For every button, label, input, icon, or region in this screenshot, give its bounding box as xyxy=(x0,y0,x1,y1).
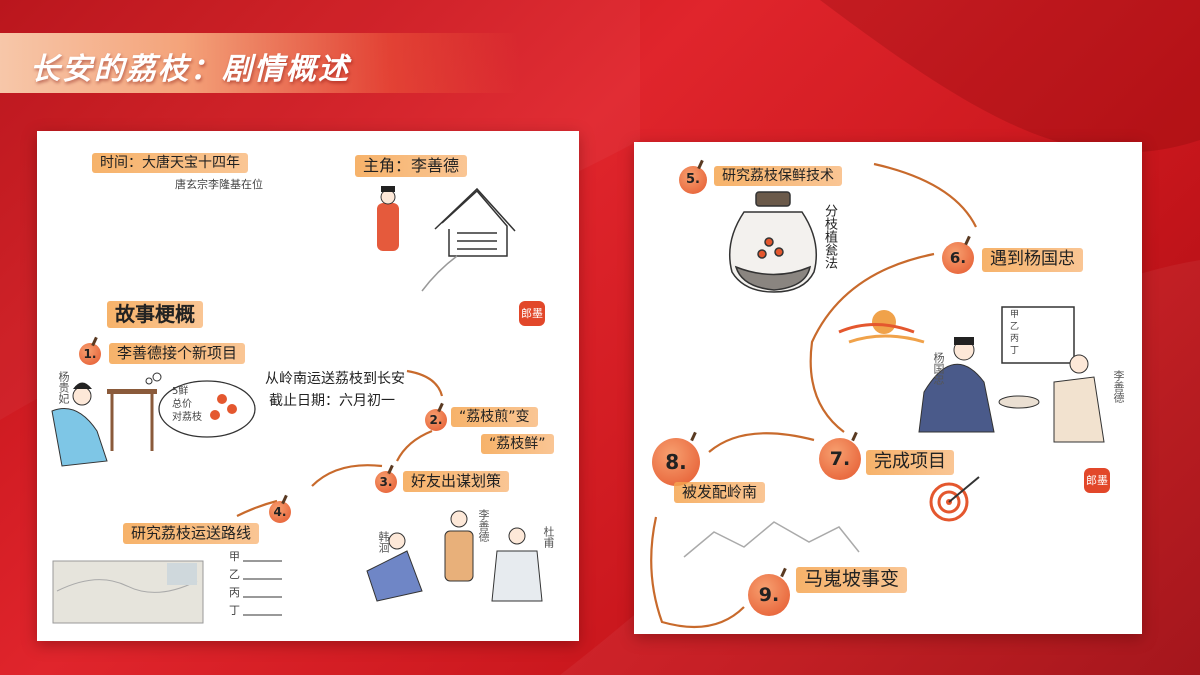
jar-label: 分枝植瓮法 xyxy=(822,204,837,269)
step-7-text: 完成项目 xyxy=(866,450,954,475)
step-2-badge: 2. xyxy=(425,409,447,431)
board-item-4: 丁 xyxy=(1010,346,1020,356)
seal-stamp-right: 郎墨 xyxy=(1084,468,1110,494)
step-1-badge: 1. xyxy=(79,343,101,365)
label-du-fu: 杜甫 xyxy=(542,526,555,548)
label-yang-guifei: 杨贵妃 xyxy=(57,371,70,404)
right-sketch-drawing xyxy=(650,162,1105,629)
time-label: 时间：大唐天宝十四年 xyxy=(92,153,248,174)
task-line-2: 截止日期：六月初一 xyxy=(269,393,395,409)
board-item-1: 甲 xyxy=(1010,310,1020,320)
step-3-text: 好友出谋划策 xyxy=(403,471,510,493)
step-6-badge: 6. xyxy=(942,242,974,274)
route-item-1: 甲 xyxy=(229,550,240,563)
thought-item-2: 总价 xyxy=(172,399,192,410)
step-7-badge: 7. xyxy=(819,438,861,480)
step-2-text-a: “荔枝煎”变 xyxy=(451,407,538,428)
board-item-3: 丙 xyxy=(1010,334,1020,344)
time-sub-label: 唐玄宗李隆基在位 xyxy=(175,178,263,191)
step-1-text: 李善德接个新项目 xyxy=(109,343,246,365)
route-item-2: 乙 xyxy=(229,568,240,581)
step-2-text-b: “荔枝鲜” xyxy=(481,434,554,455)
seal-text-right: 郎墨 xyxy=(1086,474,1108,487)
step-8-text: 被发配岭南 xyxy=(674,482,766,504)
step-6-text: 遇到杨国忠 xyxy=(982,248,1083,272)
step-4-text: 研究荔枝运送路线 xyxy=(123,523,260,545)
right-sketch-card: 5. 研究荔枝保鲜技术 分枝植瓮法 6. 遇到杨国忠 甲 乙 丙 丁 杨国忠 李… xyxy=(634,142,1142,634)
left-sketch-drawing xyxy=(51,186,543,624)
step-8-badge: 8. xyxy=(652,438,700,486)
protagonist-label: 主角：李善德 xyxy=(355,155,468,178)
board-item-2: 乙 xyxy=(1010,322,1020,332)
label-li-shande-right: 李善德 xyxy=(1112,370,1125,403)
label-han-hui: 韩洄 xyxy=(377,531,390,553)
step-5-badge: 5. xyxy=(679,166,707,194)
task-line-1: 从岭南运送荔枝到长安 xyxy=(265,371,405,387)
step-5-text: 研究荔枝保鲜技术 xyxy=(714,166,842,187)
label-li-shande: 李善德 xyxy=(477,509,490,542)
route-item-4: 丁 xyxy=(229,604,240,617)
label-yang-guozhong: 杨国忠 xyxy=(932,352,945,385)
thought-item-3: 对荔枝 xyxy=(172,412,202,423)
seal-stamp-left: 郎墨 xyxy=(519,301,545,327)
step-9-badge: 9. xyxy=(748,574,790,616)
route-item-3: 丙 xyxy=(229,586,240,599)
page-title: 长安的荔枝：剧情概述 xyxy=(30,52,350,87)
title-bar xyxy=(0,33,520,93)
seal-text-left: 郎墨 xyxy=(521,307,543,320)
step-4-badge: 4. xyxy=(269,501,291,523)
step-9-text: 马嵬坡事变 xyxy=(796,567,908,593)
summary-heading: 故事梗概 xyxy=(107,301,203,328)
left-sketch-card: 时间：大唐天宝十四年 唐玄宗李隆基在位 主角：李善德 故事梗概 1. 李善德接个… xyxy=(37,131,579,641)
step-3-badge: 3. xyxy=(375,471,397,493)
thought-item-1: 5鲜 xyxy=(172,386,189,397)
